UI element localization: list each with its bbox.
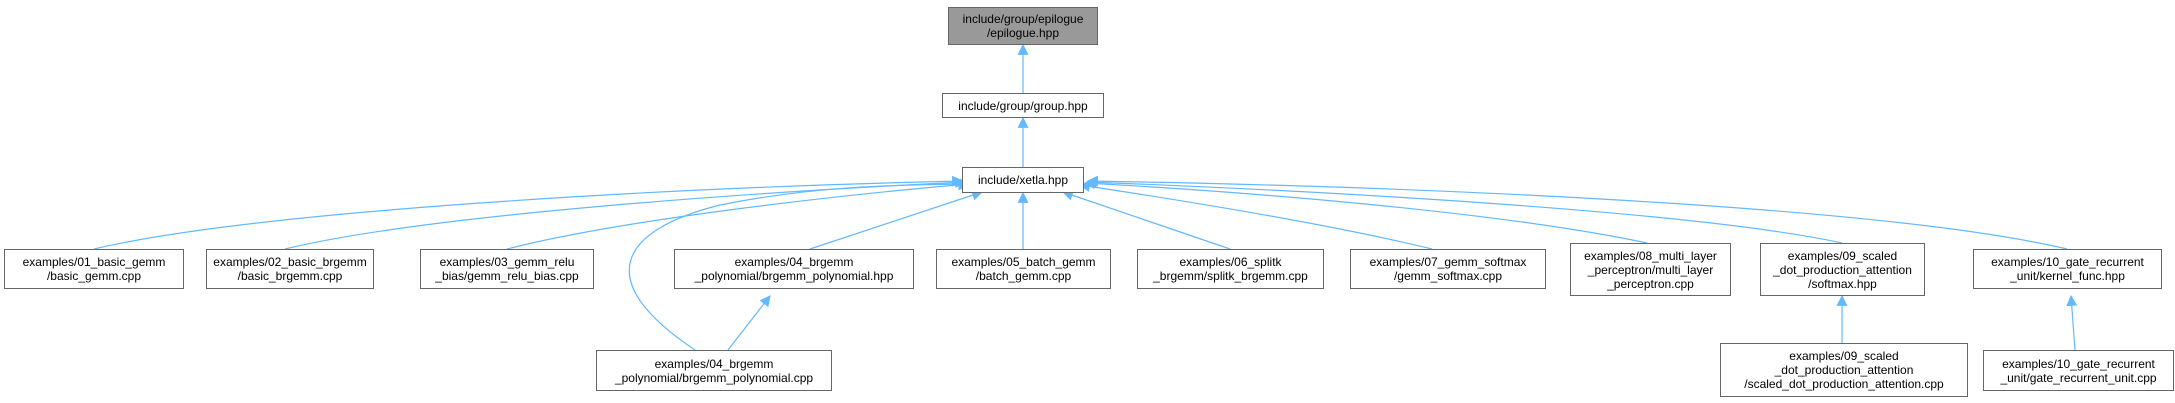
node-label-line: include/group/epilogue bbox=[962, 12, 1084, 26]
edge-basic-gemm-to-xetla bbox=[93, 175, 964, 250]
edge-sdpa-softmax-to-xetla bbox=[1085, 176, 1843, 244]
node-label-line: /softmax.hpp bbox=[1808, 276, 1877, 291]
node-label-line: examples/09_scaled bbox=[1787, 248, 1898, 263]
edge-basic-brgemm-to-xetla bbox=[284, 176, 967, 250]
node-label-line: _polynomial/brgemm_polynomial.cpp bbox=[614, 370, 814, 385]
edge-gru-kernel-to-xetla bbox=[1086, 175, 2068, 250]
node-label-line: examples/08_multi_layer bbox=[1584, 248, 1717, 263]
node-label-line: examples/10_gate_recurrent bbox=[1991, 255, 2144, 269]
node-label-line: _bias/gemm_relu_bias.cpp bbox=[435, 269, 579, 283]
node-scaled-dot-production-attention-cpp[interactable]: examples/09_scaled _dot_production_atten… bbox=[1720, 343, 1968, 397]
edge-brgemm-poly-cpp-to-hpp bbox=[727, 295, 771, 351]
node-batch-gemm-cpp[interactable]: examples/05_batch_gemm /batch_gemm.cpp bbox=[936, 249, 1111, 289]
node-label-line: examples/09_scaled bbox=[1789, 349, 1899, 363]
edge-gemm-relu-to-xetla bbox=[506, 179, 970, 250]
node-xetla-hpp[interactable]: include/xetla.hpp bbox=[962, 167, 1084, 193]
node-label-line: _polynomial/brgemm_polynomial.hpp bbox=[694, 269, 894, 283]
node-label-line: _unit/gate_recurrent_unit.cpp bbox=[2000, 370, 2157, 385]
node-label-line: include/xetla.hpp bbox=[977, 173, 1069, 187]
edge-mlp-to-xetla bbox=[1083, 178, 1648, 244]
node-label-line: /basic_gemm.cpp bbox=[46, 269, 142, 283]
node-label-line: _perceptron/multi_layer bbox=[1587, 262, 1714, 277]
node-basic-gemm-cpp[interactable]: examples/01_basic_gemm /basic_gemm.cpp bbox=[4, 249, 184, 289]
edge-gru-cpp-to-kernel bbox=[2066, 294, 2078, 351]
node-label-line: /gemm_softmax.cpp bbox=[1393, 269, 1503, 283]
node-brgemm-polynomial-cpp[interactable]: examples/04_brgemm _polynomial/brgemm_po… bbox=[596, 350, 832, 391]
node-label-line: examples/01_basic_gemm bbox=[22, 255, 166, 269]
node-label-line: examples/03_gemm_relu bbox=[439, 255, 575, 269]
node-label-line: /scaled_dot_production_attention.cpp bbox=[1744, 377, 1944, 391]
node-label-line: examples/10_gate_recurrent bbox=[2002, 356, 2155, 371]
node-epilogue-hpp: include/group/epilogue /epilogue.hpp bbox=[948, 7, 1098, 45]
node-label-line: examples/04_brgemm bbox=[654, 356, 774, 371]
node-gate-recurrent-unit-cpp[interactable]: examples/10_gate_recurrent _unit/gate_re… bbox=[1983, 350, 2174, 391]
edge-splitk-to-xetla bbox=[1061, 189, 1231, 250]
node-label-line: examples/07_gemm_softmax bbox=[1369, 255, 1527, 269]
node-brgemm-polynomial-hpp[interactable]: examples/04_brgemm _polynomial/brgemm_po… bbox=[674, 249, 914, 289]
node-gemm-softmax-cpp[interactable]: examples/07_gemm_softmax /gemm_softmax.c… bbox=[1350, 249, 1546, 289]
node-label-line: include/group/group.hpp bbox=[958, 98, 1088, 113]
edge-gemm-softmax-to-xetla bbox=[1078, 181, 1433, 250]
node-label-line: _perceptron.cpp bbox=[1607, 276, 1694, 291]
node-label-line: _brgemm/splitk_brgemm.cpp bbox=[1153, 269, 1308, 283]
node-kernel-func-hpp[interactable]: examples/10_gate_recurrent _unit/kernel_… bbox=[1973, 249, 2162, 289]
node-gemm-relu-bias-cpp[interactable]: examples/03_gemm_relu _bias/gemm_relu_bi… bbox=[420, 249, 594, 289]
node-label-line: /epilogue.hpp bbox=[986, 26, 1060, 40]
edge-brgemm-poly-cpp-to-xetla bbox=[628, 178, 972, 351]
node-label-line: /batch_gemm.cpp bbox=[975, 269, 1072, 283]
node-label-line: examples/04_brgemm bbox=[734, 255, 854, 269]
node-label-line: _dot_production_attention bbox=[1773, 262, 1912, 277]
node-group-hpp[interactable]: include/group/group.hpp bbox=[942, 93, 1104, 118]
node-label-line: examples/02_basic_brgemm bbox=[213, 255, 367, 269]
node-softmax-hpp[interactable]: examples/09_scaled _dot_production_atten… bbox=[1760, 243, 1925, 296]
edge-brgemm-poly-hpp-to-xetla bbox=[809, 189, 984, 250]
node-label-line: examples/05_batch_gemm bbox=[951, 255, 1096, 269]
node-basic-brgemm-cpp[interactable]: examples/02_basic_brgemm /basic_brgemm.c… bbox=[206, 249, 374, 289]
node-label-line: /basic_brgemm.cpp bbox=[237, 269, 343, 283]
node-label-line: _dot_production_attention bbox=[1774, 363, 1914, 377]
node-multi-layer-perceptron-cpp[interactable]: examples/08_multi_layer _perceptron/mult… bbox=[1570, 243, 1731, 296]
node-splitk-brgemm-cpp[interactable]: examples/06_splitk _brgemm/splitk_brgemm… bbox=[1137, 249, 1324, 289]
node-label-line: examples/06_splitk bbox=[1179, 255, 1282, 269]
node-label-line: _unit/kernel_func.hpp bbox=[2010, 269, 2125, 283]
